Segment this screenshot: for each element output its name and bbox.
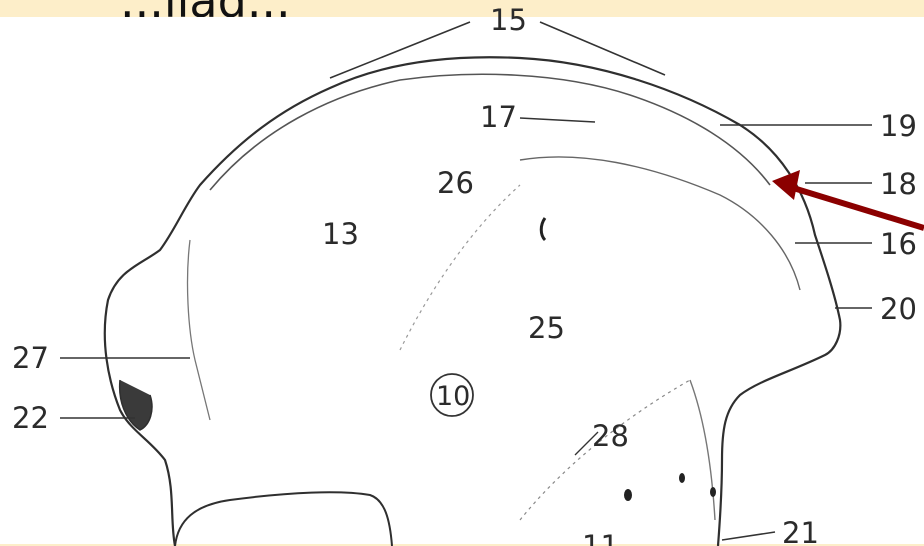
label-13: 13 [322, 217, 359, 251]
label-25: 25 [528, 311, 565, 345]
hook-shading [120, 380, 152, 430]
ridge-inner [520, 157, 800, 290]
label-18: 18 [880, 167, 917, 201]
label-10: 10 [436, 381, 470, 412]
leader-21 [722, 532, 775, 540]
label-26: 26 [437, 166, 474, 200]
label-11: 11 [582, 529, 619, 546]
label-28: 28 [592, 419, 629, 453]
foramen-dot-1 [624, 489, 632, 501]
foramen-dot-3 [710, 487, 716, 497]
label-17: 17 [480, 100, 517, 134]
ridge-right [690, 380, 715, 520]
label-27: 27 [12, 341, 49, 375]
pointer-arrow-head [772, 170, 800, 200]
label-21: 21 [782, 516, 819, 546]
label-15: 15 [490, 3, 527, 37]
label-22: 22 [12, 401, 49, 435]
foramen-mark [541, 218, 545, 240]
leader-17 [520, 118, 595, 122]
neck-contour [175, 492, 392, 546]
foramen-dot-2 [679, 473, 685, 483]
ridge-diagonal [400, 185, 520, 350]
ridge-left [188, 240, 210, 420]
label-16: 16 [880, 227, 917, 261]
label-20: 20 [880, 292, 917, 326]
bone-outline [105, 57, 841, 546]
label-19: 19 [880, 109, 917, 143]
